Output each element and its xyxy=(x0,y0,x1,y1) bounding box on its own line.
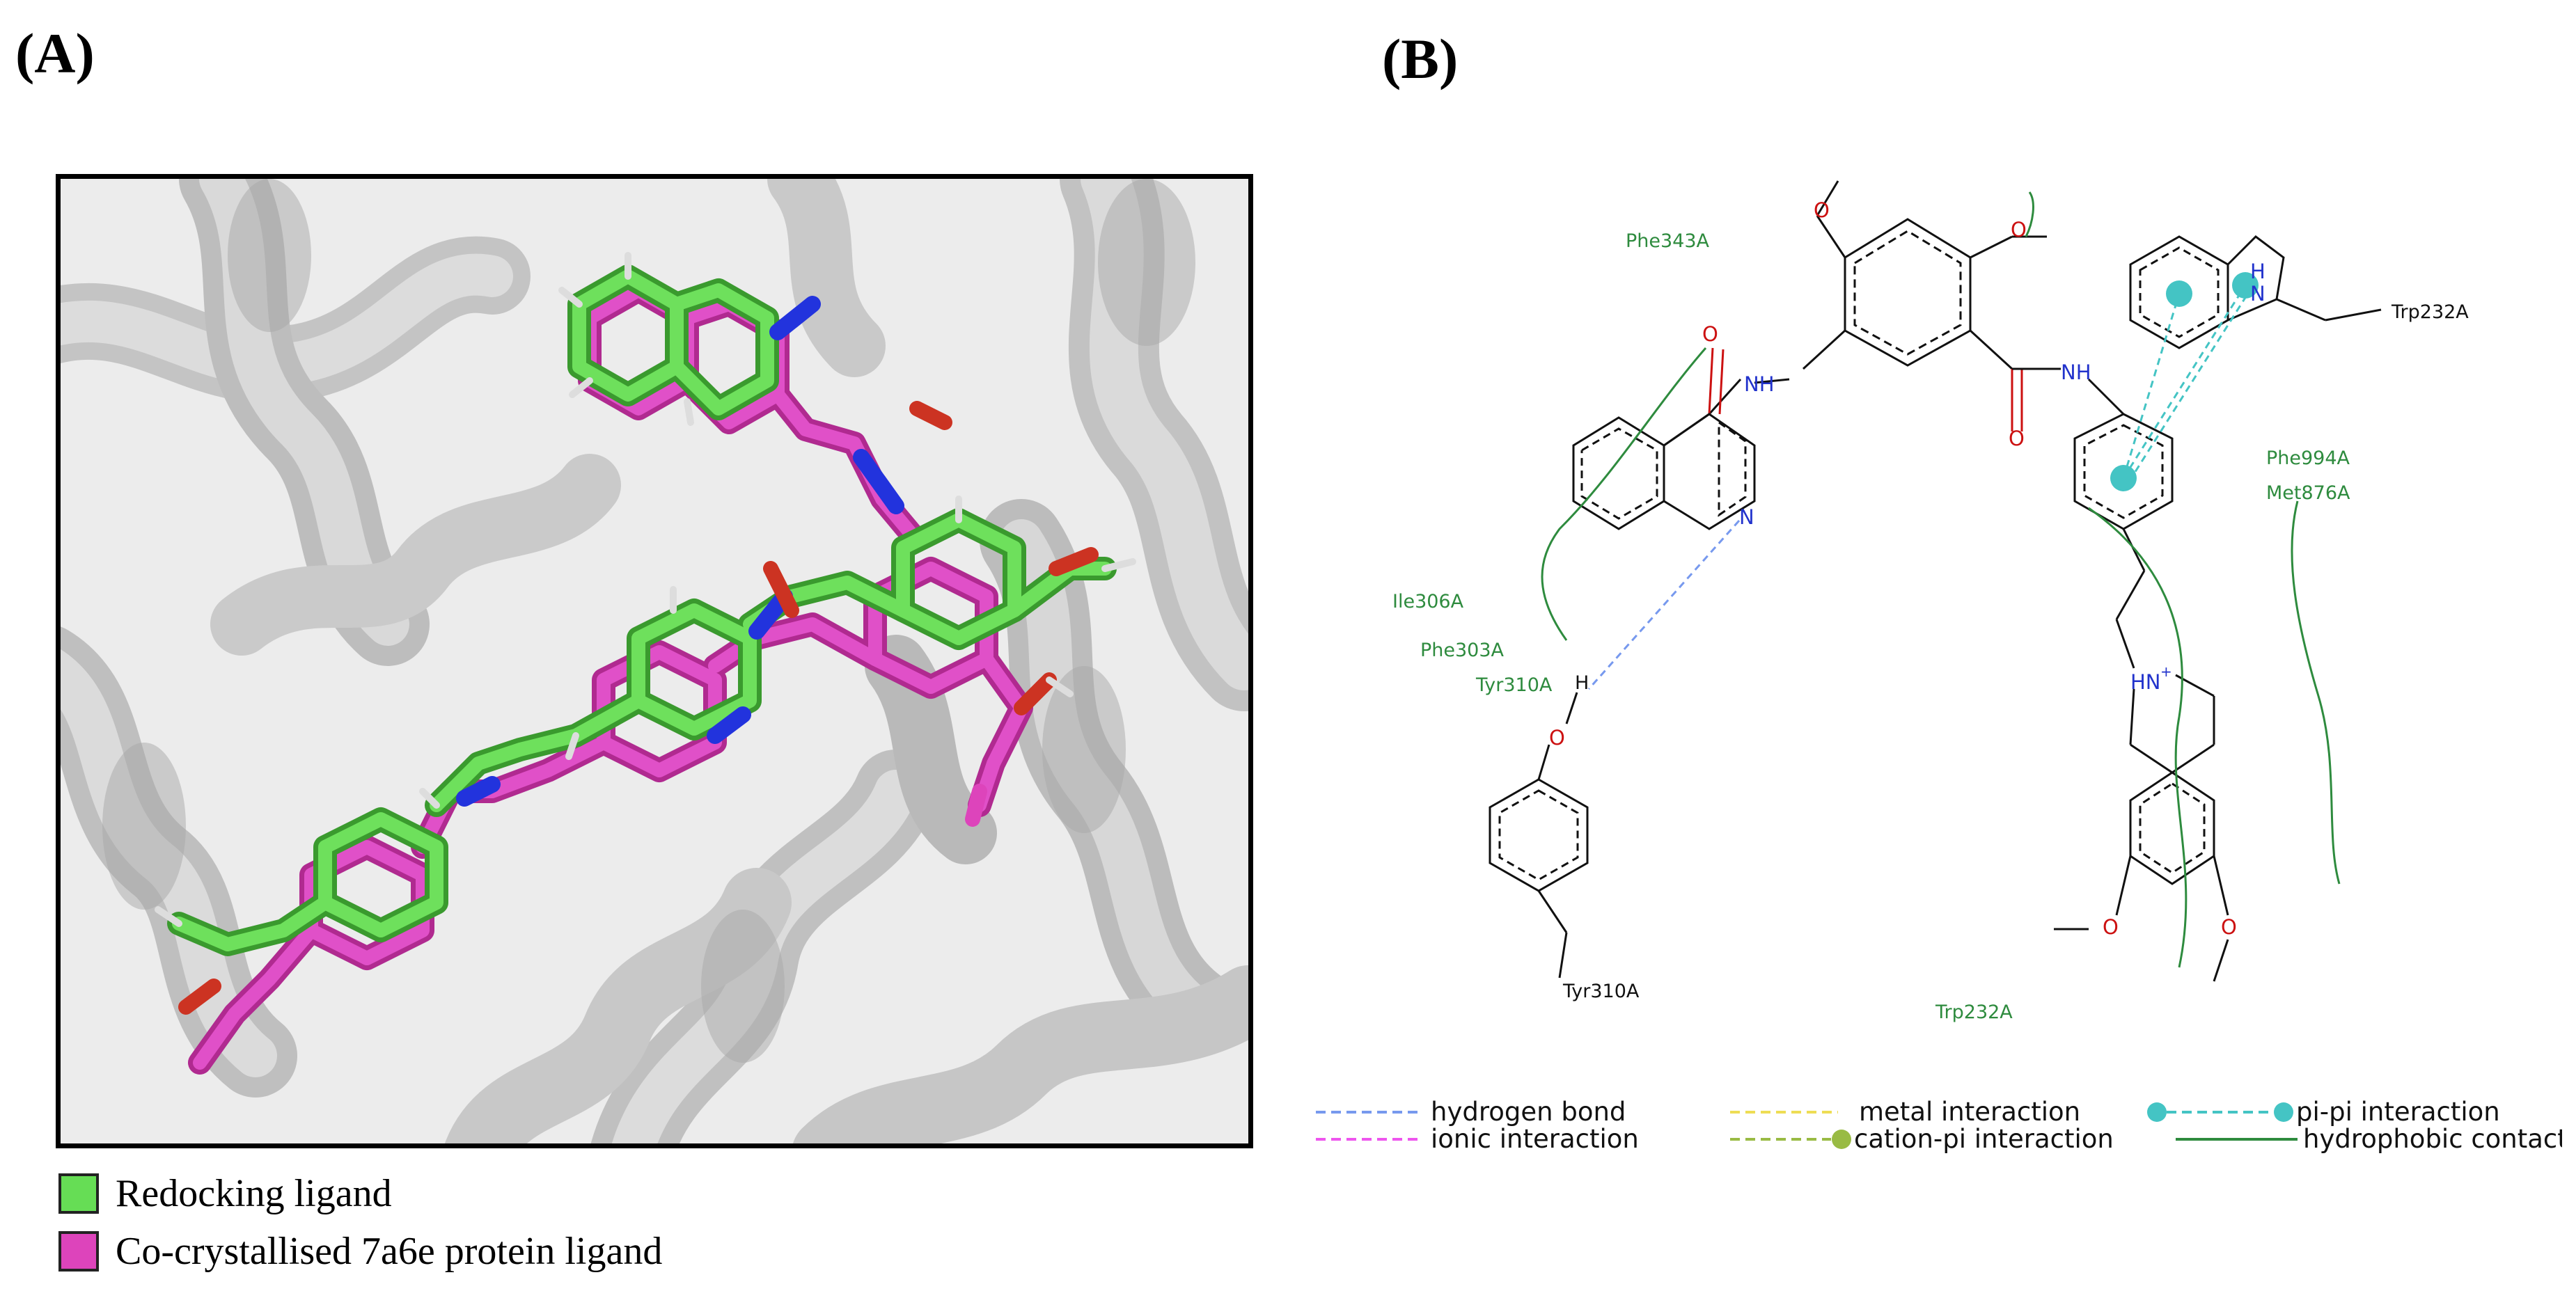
redocking-legend-label: Redocking ligand xyxy=(116,1172,392,1215)
residue-phe994: Phe994A xyxy=(2266,448,2350,469)
interaction-diagram-panel: NH NH N HN + N H H O O O O O O O Phe343A… xyxy=(1309,139,2568,1288)
atom-plus-sign: + xyxy=(2160,663,2172,680)
atom-n-indole: N xyxy=(2250,282,2265,306)
legend-dot-pi-left xyxy=(2147,1102,2167,1122)
legend-row-cocrystal: Co-crystallised 7a6e protein ligand xyxy=(58,1229,662,1274)
atom-o5: O xyxy=(2103,915,2119,939)
hydrophobic-contacts xyxy=(1541,191,2341,968)
hydrogen-bond-line xyxy=(1587,520,1741,690)
atom-h-tyr: H xyxy=(1575,672,1589,694)
residue-phe303: Phe303A xyxy=(1420,640,1505,661)
legend-cation-pi-interaction: cation-pi interaction xyxy=(1854,1124,2114,1154)
ligand-skeleton xyxy=(1489,180,2382,982)
atom-o4: O xyxy=(2011,218,2027,241)
atom-hn-plus: HN xyxy=(2130,670,2161,694)
redocking-swatch xyxy=(58,1173,99,1214)
panel-a-label: (A) xyxy=(15,22,95,85)
residue-phe343: Phe343A xyxy=(1626,230,1710,252)
residue-trp232-sidechain: Trp232A xyxy=(2391,301,2469,323)
heteroatom-bonds xyxy=(178,296,1099,1015)
interaction-legend: hydrogen bond ionic interaction metal in… xyxy=(1316,1097,2568,1154)
legend-row-redocking: Redocking ligand xyxy=(58,1171,392,1216)
atom-o3: O xyxy=(1814,198,1830,222)
helix-shading xyxy=(102,179,1195,1063)
pi-pi-interactions xyxy=(2110,272,2259,491)
legend-dot-cation-pi xyxy=(1832,1130,1851,1149)
residue-met876: Met876A xyxy=(2266,482,2350,504)
hydrogen-sticks xyxy=(155,252,1136,927)
residue-ile306: Ile306A xyxy=(1392,591,1464,612)
residue-trp232-contact: Trp232A xyxy=(1935,1001,2013,1023)
atom-n-quinoline: N xyxy=(1739,505,1754,529)
docking-render xyxy=(61,179,1248,1143)
cocrystal-legend-label: Co-crystallised 7a6e protein ligand xyxy=(116,1230,663,1273)
cocrystal-swatch xyxy=(58,1231,99,1272)
atom-o1: O xyxy=(1702,322,1718,346)
panel-b-label: (B) xyxy=(1382,27,1459,90)
legend-ionic-interaction: ionic interaction xyxy=(1431,1124,1639,1154)
residue-tyr310-sidechain: Tyr310A xyxy=(1562,981,1640,1002)
atom-nh-right: NH xyxy=(2061,361,2091,384)
legend-pi-pi-interaction: pi-pi interaction xyxy=(2296,1097,2500,1127)
atom-o6: O xyxy=(2221,915,2237,939)
atom-nh-left: NH xyxy=(1744,372,1775,396)
legend-hydrogen-bond: hydrogen bond xyxy=(1431,1097,1626,1127)
atom-o-tyr: O xyxy=(1549,726,1565,750)
interaction-diagram: NH NH N HN + N H H O O O O O O O Phe343A… xyxy=(1316,180,2568,1154)
residue-tyr310-contact: Tyr310A xyxy=(1475,674,1553,696)
legend-metal-interaction: metal interaction xyxy=(1859,1097,2080,1127)
legend-dot-pi-right xyxy=(2274,1102,2293,1122)
docking-render-panel xyxy=(56,174,1253,1148)
atom-h-indole: H xyxy=(2250,260,2265,283)
legend-hydrophobic-contact: hydrophobic contact xyxy=(2303,1124,2562,1154)
atom-o2: O xyxy=(2009,427,2025,450)
